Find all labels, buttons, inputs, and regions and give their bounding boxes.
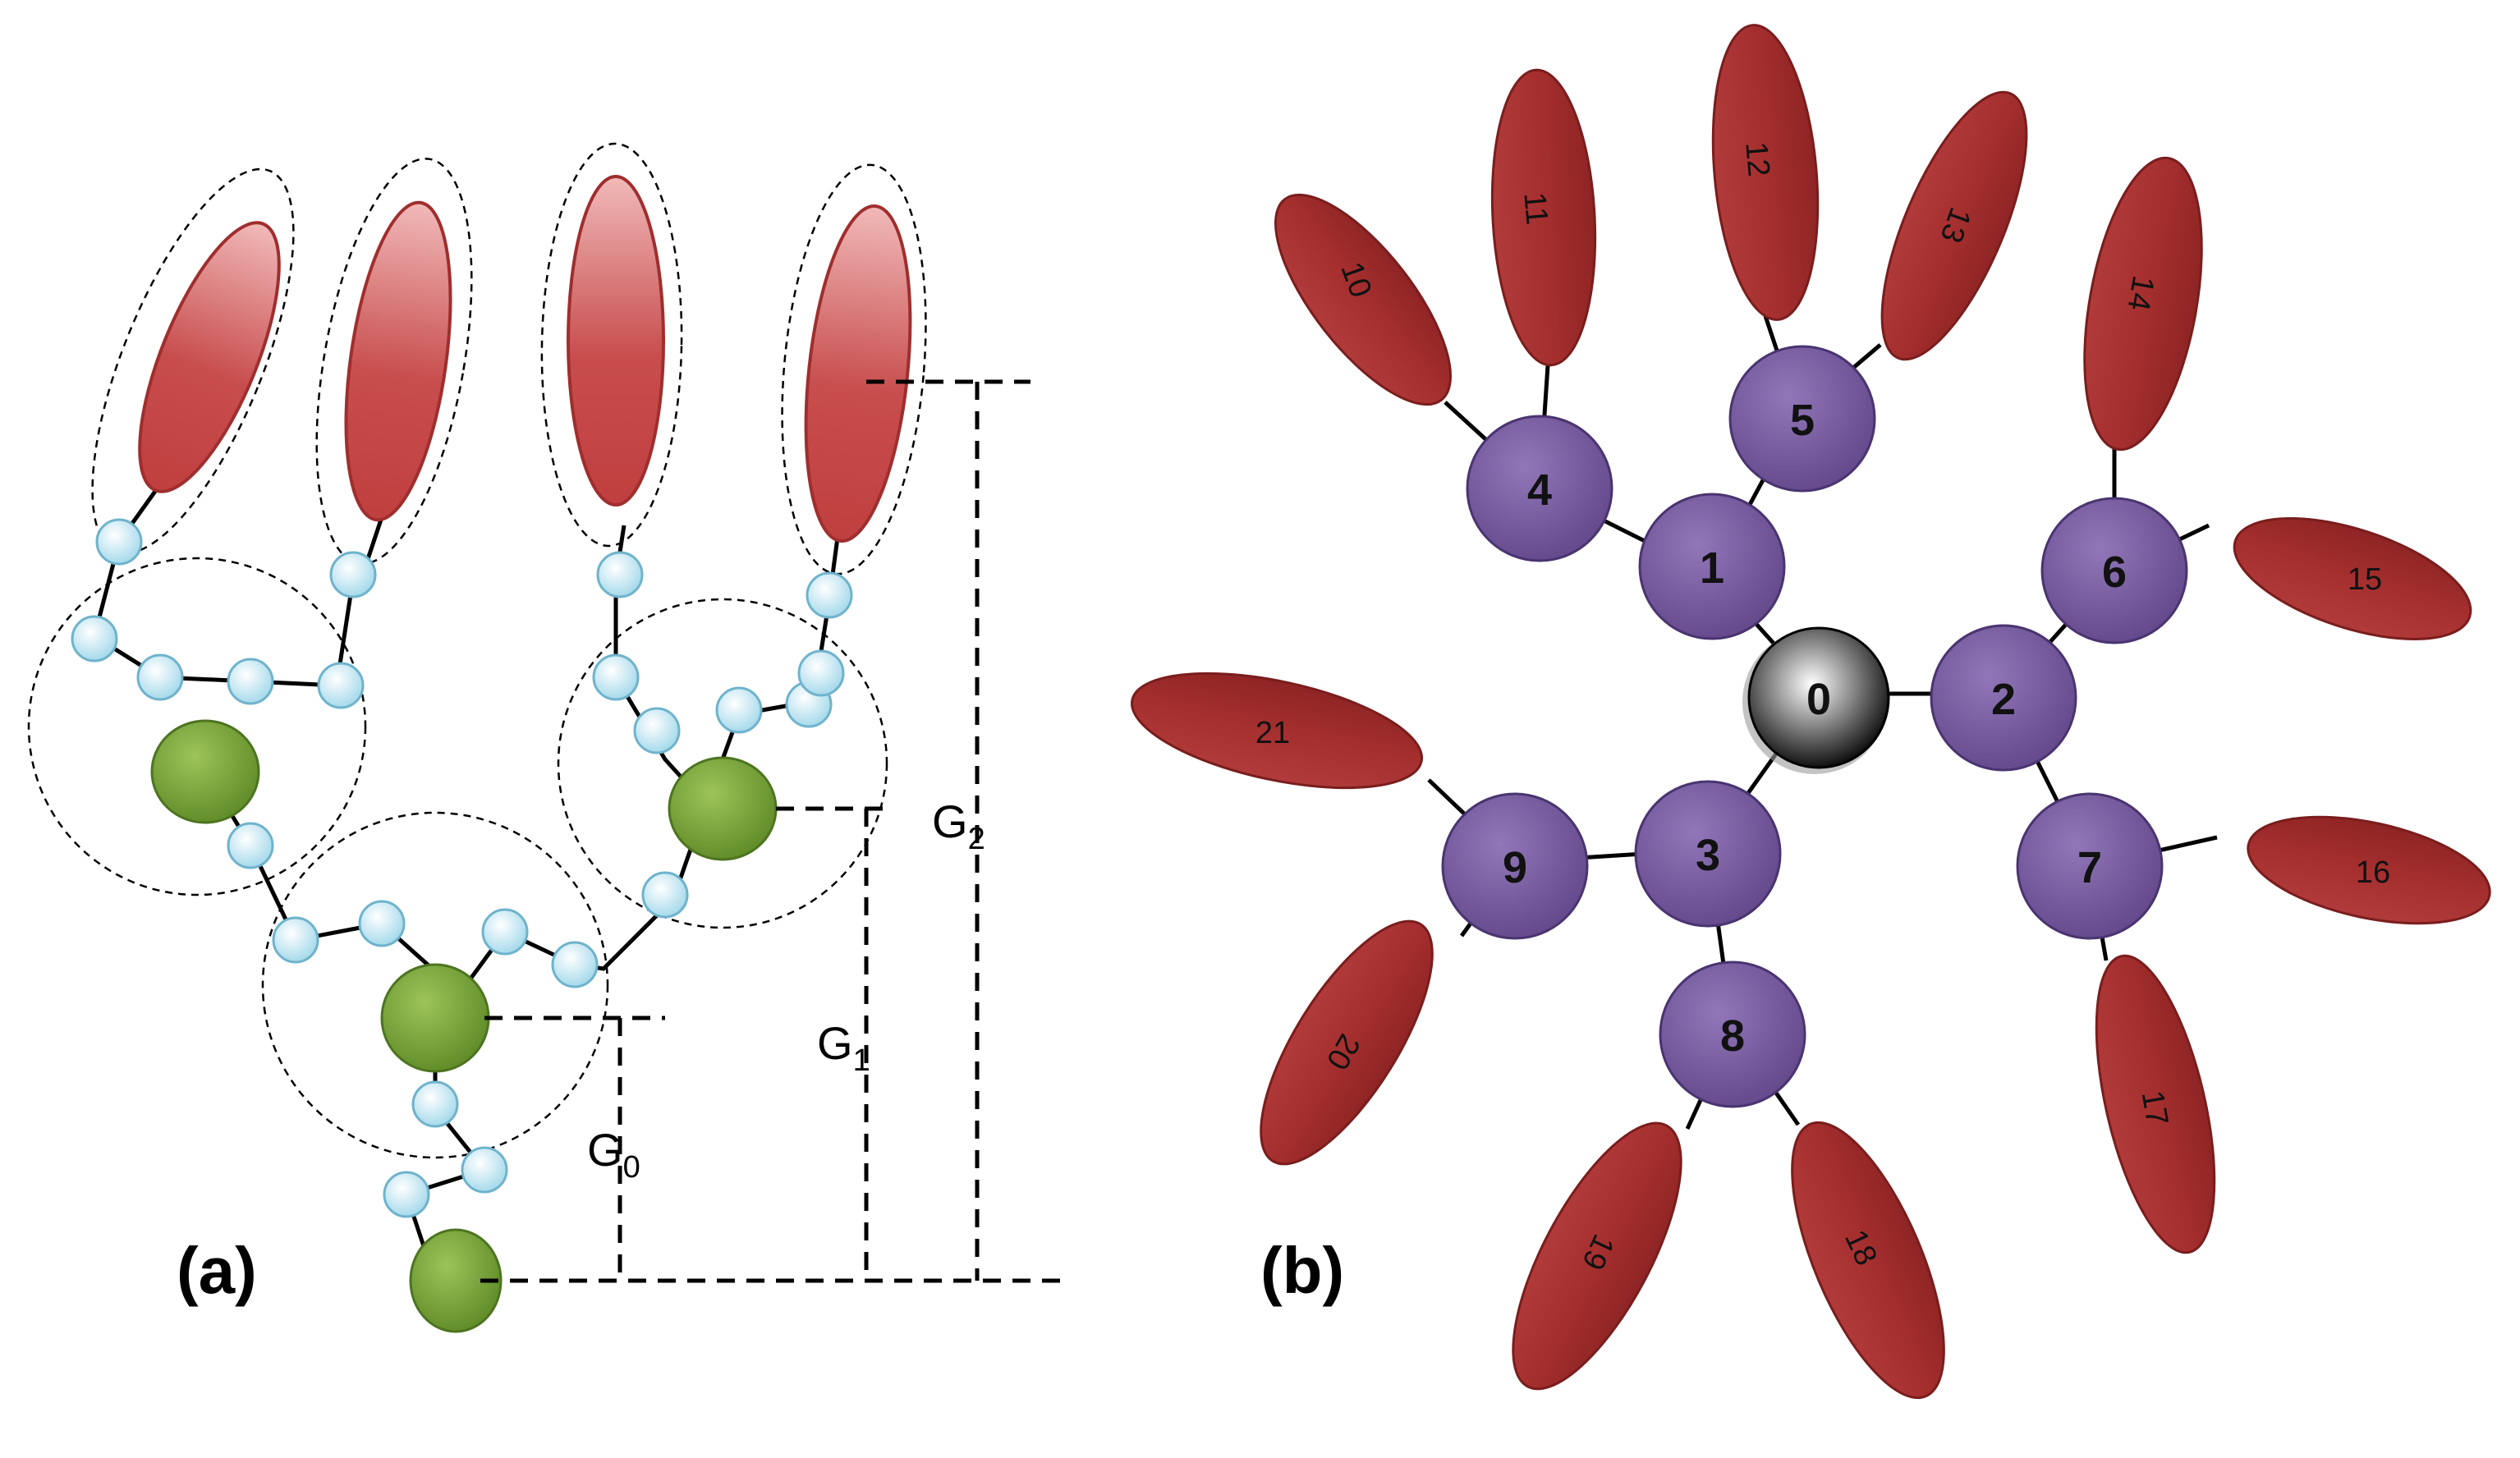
- branch-label-4: 4: [1527, 465, 1552, 515]
- branch-nodes: [1441, 345, 2188, 1108]
- branch-label-3: 3: [1696, 831, 1720, 880]
- tail-12: [1711, 24, 1820, 321]
- panel-b-label: (b): [1260, 1234, 1344, 1307]
- panel-b: 10 11 12 13 14 15 16 17 18 19 20 21: [1130, 24, 2491, 1400]
- tail-label-17: 17: [2134, 1088, 2174, 1128]
- tail-ellipsoid: [567, 175, 665, 507]
- branch-node-6: [2040, 497, 2188, 644]
- generation-label-g0: G0: [587, 1124, 640, 1185]
- branch-label-8: 8: [1720, 1011, 1745, 1061]
- tails-b: [1130, 24, 2491, 1400]
- tail-label-16: 16: [2356, 855, 2390, 890]
- branch-node-9: [1441, 792, 1589, 940]
- branch-node-3: [1634, 780, 1782, 928]
- tail-ellipsoid: [344, 200, 452, 522]
- panel-a-label: (a): [177, 1234, 257, 1307]
- green-node-g0: [380, 963, 490, 1073]
- branch-node-1: [1638, 493, 1786, 640]
- branch-label-2: 2: [1991, 675, 2016, 724]
- tails-a: [138, 175, 912, 543]
- tail-label-11: 11: [1517, 190, 1554, 226]
- branch-node-4: [1466, 415, 1613, 562]
- tail-17: [2095, 954, 2216, 1254]
- branch-label-6: 6: [2102, 548, 2127, 597]
- tail-label-12: 12: [1738, 140, 1776, 178]
- tail-label-14: 14: [2120, 273, 2160, 314]
- tail-label-21: 21: [1255, 716, 1290, 750]
- branch-envelopes: [27, 557, 888, 1159]
- branch-node-2: [1930, 624, 2077, 772]
- tail-13: [1880, 90, 2028, 361]
- core-node: [1747, 626, 1890, 769]
- tail-ellipsoid: [138, 221, 281, 493]
- tail-11: [1490, 68, 1597, 367]
- tail-10: [1274, 193, 1452, 406]
- tail-16: [2247, 815, 2491, 925]
- spacer-beads: [71, 518, 853, 1218]
- branch-label-5: 5: [1790, 396, 1815, 445]
- branch-label-7: 7: [2077, 843, 2102, 892]
- panel-a: G0 G1 G2 (a): [27, 142, 1067, 1333]
- green-node-core: [409, 1228, 503, 1333]
- generation-label-g1: G1: [817, 1017, 870, 1078]
- tail-21: [1130, 672, 1424, 790]
- tail-ellipsoid: [804, 204, 912, 543]
- tail-14: [2083, 156, 2203, 452]
- green-node-g1-left: [150, 719, 260, 824]
- tail-20: [1260, 919, 1434, 1166]
- green-node-g1-right: [668, 756, 778, 861]
- green-nodes: [150, 719, 778, 1333]
- tail-15: [2233, 516, 2472, 641]
- generation-guides: [480, 379, 1067, 1283]
- tail-18: [1791, 1121, 1945, 1400]
- branch-node-7: [2016, 792, 2164, 940]
- core-label: 0: [1806, 675, 1831, 724]
- tail-label-15: 15: [2348, 562, 2382, 597]
- tail-19: [1512, 1121, 1682, 1391]
- branch-label-9: 9: [1503, 843, 1527, 892]
- branch-node-5: [1728, 345, 1876, 493]
- generation-label-g2: G2: [932, 795, 985, 856]
- branch-node-8: [1659, 961, 1806, 1108]
- node-labels: 0 1 2 3 4 5 6 7 8 9: [1503, 396, 2127, 1061]
- branch-label-1: 1: [1700, 543, 1724, 593]
